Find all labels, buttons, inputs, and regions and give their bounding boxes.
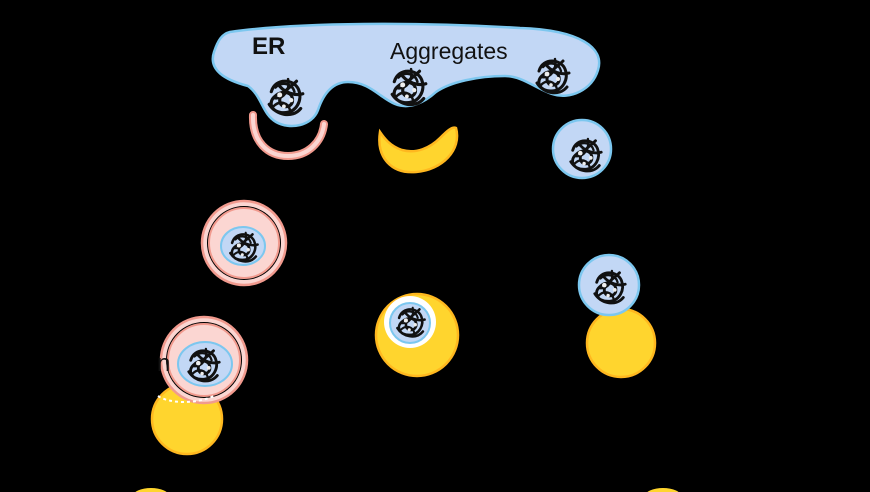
lysosome-right (585, 307, 657, 379)
partial-label: n (157, 350, 171, 377)
lysosome-partial-bottom-right (647, 488, 679, 492)
aggregates-label: Aggregates (390, 38, 508, 64)
er-label: ER (252, 33, 286, 60)
lysosome-partial-bottom-left (135, 488, 167, 492)
lysosome-crescent (378, 126, 459, 174)
